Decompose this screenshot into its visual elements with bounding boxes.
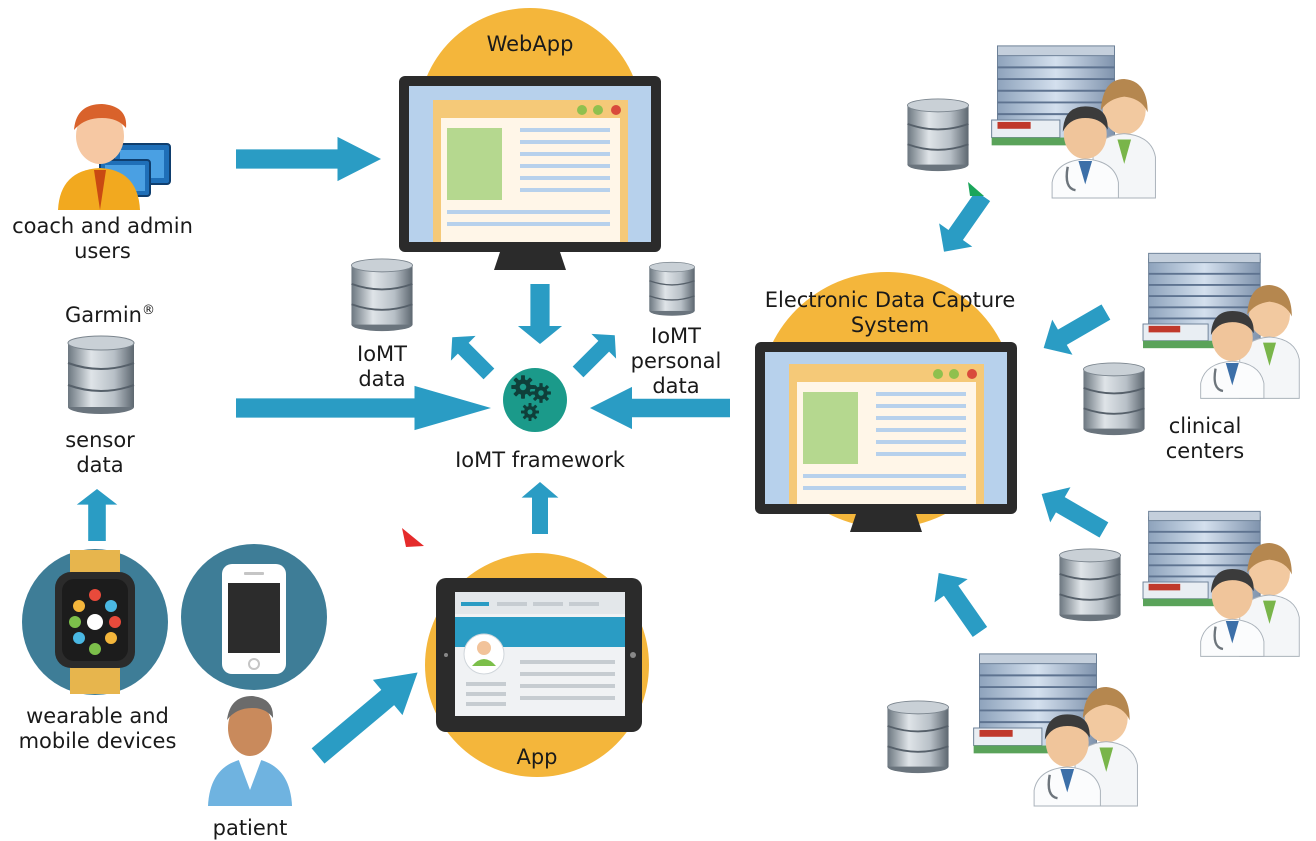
webapp-label: WebApp bbox=[486, 32, 574, 56]
smartwatch-icon bbox=[22, 549, 168, 695]
clinic-2-database-icon bbox=[1082, 362, 1146, 436]
iomt-data-database-icon bbox=[350, 258, 414, 332]
hospital-4-icon bbox=[972, 652, 1139, 808]
arrow-icon bbox=[922, 561, 997, 644]
garmin-registered-mark: ® bbox=[142, 303, 155, 318]
app-group bbox=[425, 553, 649, 777]
webapp-group bbox=[399, 8, 661, 270]
coach-user-icon bbox=[58, 104, 171, 210]
wearable-label-line1: wearable and bbox=[26, 704, 169, 728]
arrow-icon bbox=[76, 489, 118, 541]
sensor-data-label-line1: sensor bbox=[65, 428, 135, 452]
sensor-data-label-line2: data bbox=[76, 453, 124, 477]
arrow-icon bbox=[236, 385, 491, 431]
edc-group bbox=[755, 272, 1017, 532]
hospital-1-icon bbox=[990, 44, 1157, 200]
iomt-personal-label-line1: IoMT bbox=[651, 324, 701, 348]
sensor-database-icon bbox=[66, 334, 136, 416]
arrow-icon bbox=[439, 324, 502, 387]
edc-monitor-icon bbox=[755, 342, 1017, 532]
arrow-icon bbox=[236, 136, 381, 182]
arrow-icon bbox=[521, 482, 559, 534]
iomt-personal-label-line2: personal bbox=[630, 349, 722, 373]
iomt-personal-database-icon bbox=[648, 261, 696, 317]
smartphone-icon bbox=[181, 544, 327, 690]
arrow-icon bbox=[303, 654, 433, 774]
patient-label: patient bbox=[212, 816, 288, 840]
clinic-4-database-icon bbox=[886, 700, 950, 774]
clinical-centers-label-line2: centers bbox=[1165, 439, 1245, 463]
webapp-monitor-icon bbox=[399, 76, 661, 270]
garmin-label: Garmin® bbox=[40, 298, 180, 328]
wearable-label-line2: mobile devices bbox=[18, 729, 177, 753]
red-pointer-icon bbox=[402, 528, 424, 547]
clinical-centers-label-line1: clinical bbox=[1168, 414, 1242, 438]
framework-gear-icon bbox=[503, 368, 567, 432]
iomt-personal-label-line3: data bbox=[652, 374, 700, 398]
coach-users-label-line2: users bbox=[74, 239, 131, 263]
arrow-icon bbox=[927, 184, 1000, 264]
iomt-data-label-line1: IoMT bbox=[357, 342, 407, 366]
clinic-1-database-icon bbox=[906, 98, 970, 172]
patient-icon bbox=[208, 696, 292, 806]
hospital-2-icon bbox=[1141, 252, 1301, 400]
clinic-3-database-icon bbox=[1058, 548, 1122, 622]
arrow-icon bbox=[517, 284, 563, 344]
arrow-icon bbox=[1033, 294, 1117, 366]
garmin-text: Garmin bbox=[64, 303, 142, 327]
iomt-data-label-line2: data bbox=[358, 367, 406, 391]
framework-label: IoMT framework bbox=[455, 448, 625, 472]
arrow-icon bbox=[1031, 476, 1115, 548]
app-tablet-icon bbox=[436, 578, 642, 732]
hospital-3-icon bbox=[1141, 510, 1301, 658]
edc-label-line1: Electronic Data Capture bbox=[764, 288, 1016, 312]
app-label: App bbox=[516, 745, 558, 769]
coach-users-label-line1: coach and admin bbox=[12, 214, 193, 238]
edc-label-line2: System bbox=[850, 313, 930, 337]
green-pointer-icon bbox=[968, 182, 984, 196]
